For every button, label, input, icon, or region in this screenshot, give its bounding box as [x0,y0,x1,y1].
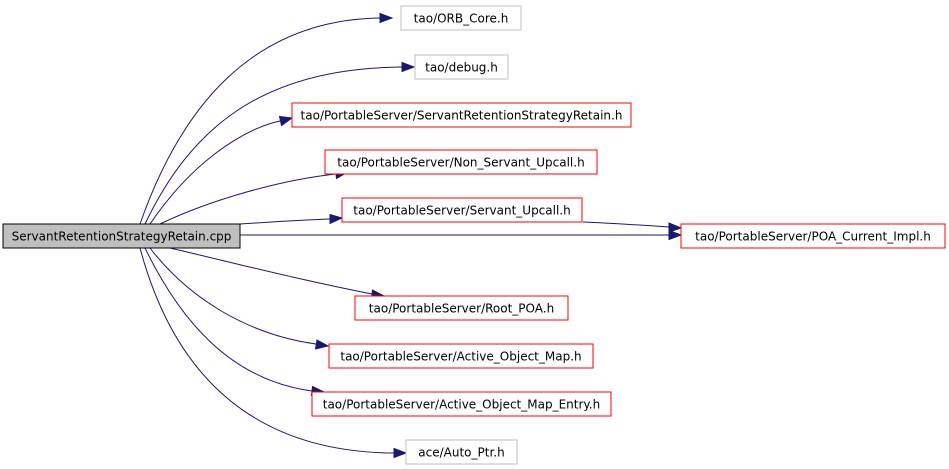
edge-servant-upcall-to-poa-current-impl [582,221,683,233]
node-orb-core[interactable]: tao/ORB_Core.h [400,5,522,31]
node-root-box [2,223,241,249]
node-non-servant-upcall[interactable]: tao/PortableServer/Non_Servant_Upcall.h [324,149,598,175]
node-active-object-map-box [328,343,594,369]
node-debug-box [414,54,509,80]
node-active-object-map-entry[interactable]: tao/PortableServer/Active_Object_Map_Ent… [311,391,612,417]
node-servant-upcall[interactable]: tao/PortableServer/Servant_Upcall.h [341,197,583,223]
edge-root-to-servant-upcall [239,213,344,225]
edge-root-to-active-object-map-entry [144,247,326,397]
node-debug-label: tao/debug.h [425,61,498,75]
node-root[interactable]: ServantRetentionStrategyRetain.cpp [2,223,241,249]
node-poa-current-impl-box [680,223,946,249]
node-poa-current-impl-label: tao/PortableServer/POA_Current_Impl.h [695,230,931,244]
node-servant-upcall-box [341,197,583,223]
node-root-label: ServantRetentionStrategyRetain.cpp [12,230,232,244]
edge-root-to-active-object-map [149,247,330,350]
node-active-object-map[interactable]: tao/PortableServer/Active_Object_Map.h [328,343,594,369]
node-root-poa[interactable]: tao/PortableServer/Root_POA.h [354,295,569,321]
node-servant-upcall-label: tao/PortableServer/Servant_Upcall.h [353,204,570,218]
node-root-poa-box [354,295,569,321]
node-active-object-map-entry-label: tao/PortableServer/Active_Object_Map_Ent… [323,398,600,412]
edge-root-to-debug [144,61,416,225]
node-auto-ptr-label: ace/Auto_Ptr.h [418,446,504,460]
node-active-object-map-label: tao/PortableServer/Active_Object_Map.h [340,350,581,364]
node-non-servant-upcall-label: tao/PortableServer/Non_Servant_Upcall.h [337,156,584,170]
node-poa-current-impl[interactable]: tao/PortableServer/POA_Current_Impl.h [680,223,946,249]
node-active-object-map-entry-box [311,391,612,417]
node-auto-ptr-box [405,439,518,465]
node-srs-retain-h[interactable]: tao/PortableServer/ServantRetentionStrat… [291,102,632,128]
node-srs-retain-h-box [291,102,632,128]
node-auto-ptr[interactable]: ace/Auto_Ptr.h [405,439,518,465]
node-srs-retain-h-label: tao/PortableServer/ServantRetentionStrat… [301,109,623,123]
edge-root-to-orb-core [139,12,394,225]
edge-root-to-auto-ptr [139,247,408,459]
edge-root-to-poa-current-impl [240,229,683,241]
node-orb-core-box [400,5,522,31]
edge-root-to-root-poa [169,247,386,300]
node-root-poa-label: tao/PortableServer/Root_POA.h [369,302,554,316]
node-debug[interactable]: tao/debug.h [414,54,509,80]
node-non-servant-upcall-box [324,149,598,175]
edge-root-to-srs-retain-h [149,115,294,225]
node-orb-core-label: tao/ORB_Core.h [414,12,509,26]
